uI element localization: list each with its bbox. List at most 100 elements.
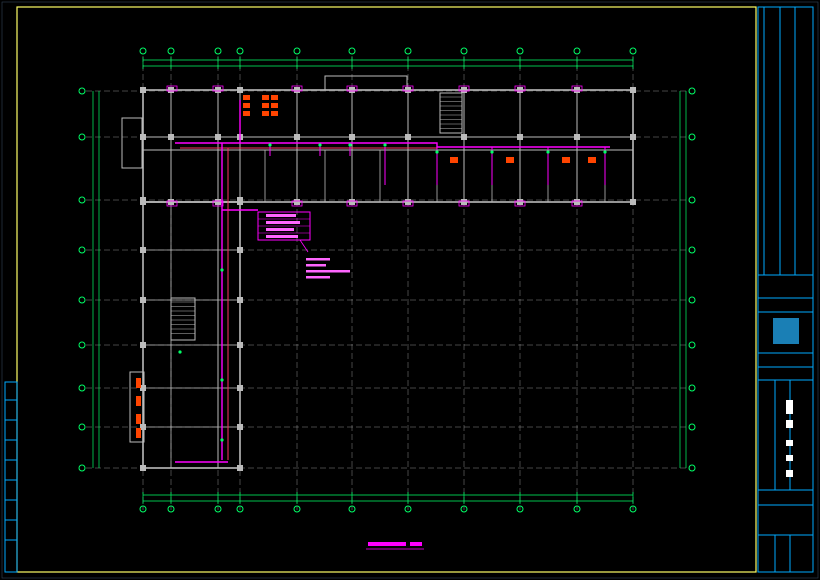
title-block-marks [786, 400, 793, 477]
column [349, 134, 355, 140]
sanitary-fixture [262, 103, 269, 108]
column [630, 199, 636, 205]
column [237, 342, 243, 348]
sanitary-fixture [136, 414, 141, 424]
sanitary-fixture [243, 103, 250, 108]
building-walls [121, 75, 636, 471]
axis-bubble [460, 505, 468, 513]
valve-symbol [220, 268, 224, 272]
axis-bubble [78, 87, 86, 95]
sanitary-fixture [271, 111, 278, 116]
valve-symbol [435, 150, 439, 154]
axis-bubble [688, 87, 696, 95]
column [405, 134, 411, 140]
axis-bubble [348, 505, 356, 513]
axis-bubble [688, 384, 696, 392]
sanitary-fixture [136, 378, 141, 388]
column [630, 87, 636, 93]
column [294, 87, 300, 93]
entry-annex [121, 117, 143, 169]
axis-bubble [688, 196, 696, 204]
axis-bubble [167, 47, 175, 55]
column [237, 197, 243, 203]
axis-bubble [460, 47, 468, 55]
column [140, 134, 146, 140]
axis-bubble [78, 246, 86, 254]
column [215, 87, 221, 93]
valve-symbol [348, 143, 352, 147]
column [140, 87, 146, 93]
column [168, 199, 174, 205]
main-supply-pipe [175, 142, 610, 148]
radiator-tag [514, 200, 526, 207]
sanitary-fixture [243, 111, 250, 116]
radiator-tag [166, 200, 178, 207]
sanitary-fixture [562, 157, 570, 163]
axis-bubble [404, 505, 412, 513]
axis-bubble [236, 47, 244, 55]
radiator-tag [291, 85, 303, 92]
column [574, 134, 580, 140]
sanitary-fixture [243, 95, 250, 100]
sanitary-fixture [262, 95, 269, 100]
column [517, 199, 523, 205]
column [294, 134, 300, 140]
axis-bubble [78, 196, 86, 204]
axis-bubble [629, 47, 637, 55]
axis-bubble [214, 505, 222, 513]
sanitary-fixture [136, 428, 141, 438]
column [574, 87, 580, 93]
company-logo [773, 318, 799, 344]
column [140, 297, 146, 303]
pipe-legend [257, 211, 350, 279]
valve-symbol [546, 150, 550, 154]
axis-bubble [236, 505, 244, 513]
column [140, 197, 146, 203]
axis-bubble [573, 505, 581, 513]
column [237, 247, 243, 253]
valve-symbol [178, 350, 182, 354]
sanitary-fixture [588, 157, 596, 163]
column [630, 134, 636, 140]
axis-bubble [293, 505, 301, 513]
column [140, 424, 146, 430]
column [215, 134, 221, 140]
sanitary-fixture [271, 103, 278, 108]
axis-bubble [516, 505, 524, 513]
column [168, 87, 174, 93]
sanitary-fixture [450, 157, 458, 163]
valve-symbol [220, 438, 224, 442]
column [237, 465, 243, 471]
axis-bubble [78, 464, 86, 472]
valve-symbol [490, 150, 494, 154]
axis-bubble [78, 423, 86, 431]
title-block [757, 6, 814, 573]
axis-bubble [688, 423, 696, 431]
column [574, 199, 580, 205]
valve-symbol [220, 378, 224, 382]
column [237, 297, 243, 303]
radiator-tag [166, 85, 178, 92]
radiator-tag [212, 85, 224, 92]
column [517, 87, 523, 93]
column [237, 424, 243, 430]
valve-symbol [383, 143, 387, 147]
axis-bubble [688, 133, 696, 141]
axis-bubble [167, 505, 175, 513]
radiator-tag [571, 200, 583, 207]
valve-symbol [603, 150, 607, 154]
column [405, 199, 411, 205]
stair-core [439, 92, 463, 134]
valve-symbol [318, 143, 322, 147]
column [168, 134, 174, 140]
roof-annex [324, 75, 408, 91]
column [461, 199, 467, 205]
axis-bubble [78, 296, 86, 304]
column [461, 87, 467, 93]
axis-bubble [688, 246, 696, 254]
axis-bubble [688, 464, 696, 472]
radiator-tag [458, 200, 470, 207]
axis-bubble [78, 384, 86, 392]
